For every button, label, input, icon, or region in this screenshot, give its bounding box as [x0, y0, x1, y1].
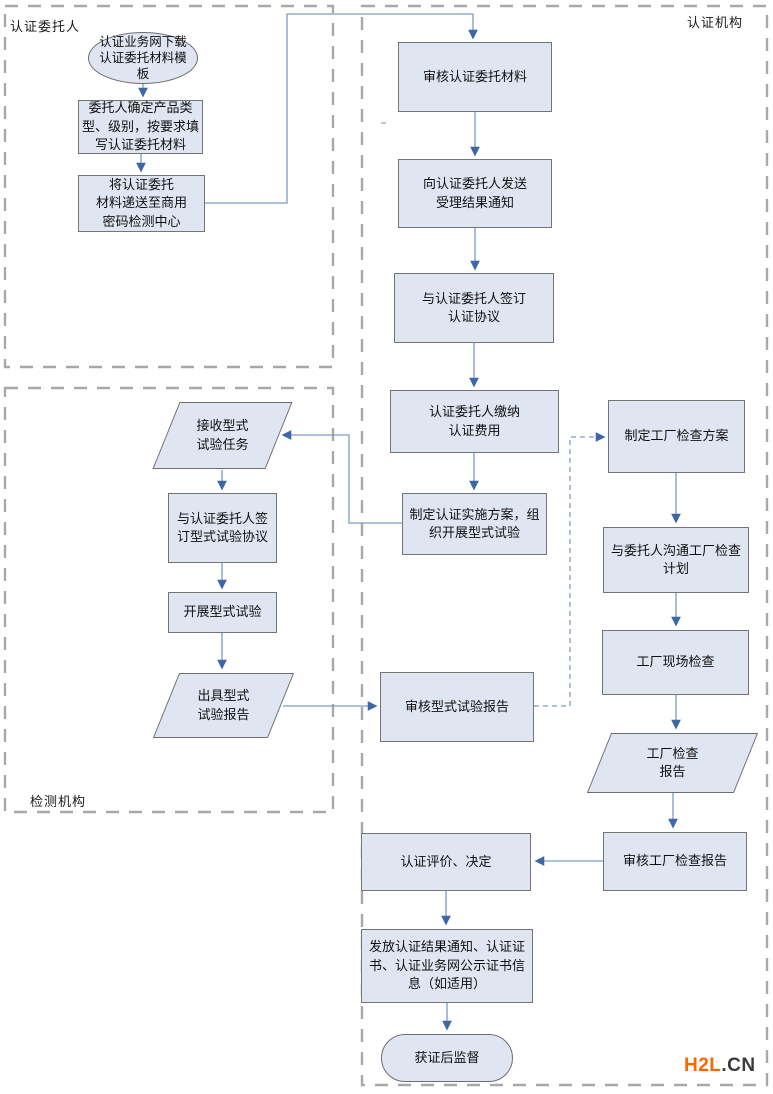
stray-mark	[381, 122, 386, 124]
flow-node-label: 开展型式试验	[183, 604, 262, 620]
flow-node-label: 委托人确定产品类 型、级别，按要求填 写认证委托材料	[81, 100, 199, 153]
flow-node-label: 审核工厂检查报告	[622, 853, 727, 869]
lane-certification-body-border	[360, 4, 769, 1087]
flow-node-make-factory-inspection-plan: 制定工厂检查方案	[608, 400, 745, 473]
flow-node-sign-certification-agreement: 与认证委托人签订 认证协议	[394, 273, 554, 343]
flow-node-communicate-factory-inspection-plan: 与委托人沟通工厂检查 计划	[603, 527, 749, 593]
flow-node-sign-type-test-agreement: 与认证委托人签 订型式试验协议	[168, 493, 277, 563]
flow-node-factory-inspection-report: 工厂检查 报告	[585, 733, 760, 793]
flow-node-submit-materials: 将认证委托 材料递送至商用 密码检测中心	[78, 175, 205, 232]
lane-client-border	[3, 4, 335, 369]
flow-node-label: 审核型式试验报告	[404, 698, 509, 714]
flow-node-label: 获证后监督	[414, 1049, 480, 1065]
flow-node-label: 制定认证实施方案，组 织开展型式试验	[409, 506, 540, 540]
flow-node-issue-certification-results: 发放认证结果通知、认证证 书、认证业务网公示证书信 息（如适用）	[361, 929, 533, 1003]
flow-node-label: 认证委托人缴纳 认证费用	[428, 404, 520, 438]
flow-node-review-factory-inspection-report: 审核工厂检查报告	[603, 832, 747, 891]
lane-label-testing-body: 检测机构	[30, 794, 87, 809]
flow-node-certification-evaluation: 认证评价、决定	[361, 833, 531, 891]
flow-node-send-acceptance-notice: 向认证委托人发送 受理结果通知	[398, 159, 552, 228]
flow-node-label: 工厂现场检查	[636, 654, 715, 670]
watermark-brand: H2L	[684, 1055, 722, 1076]
flow-node-conduct-type-test: 开展型式试验	[168, 592, 277, 633]
flow-node-post-certification-supervision: 获证后监督	[381, 1034, 513, 1082]
flow-node-label: 接收型式 试验任务	[196, 418, 249, 452]
flow-node-make-implementation-plan: 制定认证实施方案，组 织开展型式试验	[402, 493, 547, 555]
flow-node-label: 出具型式 试验报告	[197, 688, 250, 722]
flow-node-label: 与认证委托人签 订型式试验协议	[176, 510, 268, 544]
connector-plan-to-receive-task	[281, 430, 402, 524]
flow-node-label: 制定工厂检查方案	[624, 428, 729, 444]
lane-label-certification-body: 认证机构	[687, 15, 744, 30]
flow-node-label: 向认证委托人发送 受理结果通知	[422, 176, 527, 210]
flow-node-label: 与认证委托人签订 认证协议	[421, 290, 526, 324]
watermark-suffix: .CN	[721, 1055, 756, 1076]
flow-node-download-template: 认证业务网下载 认证委托材料模 板	[88, 32, 198, 84]
lane-testing-body-border	[3, 386, 335, 814]
flow-node-review-type-test-report: 审核型式试验报告	[380, 672, 534, 742]
lane-label-client: 认证委托人	[10, 19, 81, 34]
flow-node-issue-type-test-report: 出具型式 试验报告	[152, 673, 295, 738]
flow-node-label: 工厂检查 报告	[646, 745, 699, 779]
flow-node-label: 发放认证结果通知、认证证 书、认证业务网公示证书信 息（如适用）	[368, 939, 525, 992]
site-watermark: H2L.CN	[684, 1055, 756, 1077]
flow-node-label: 认证评价、决定	[400, 853, 492, 869]
connector-submit-to-review-materials	[205, 13, 478, 204]
flow-node-label: 将认证委托 材料递送至商用 密码检测中心	[95, 176, 187, 229]
flow-node-factory-onsite-inspection: 工厂现场检查	[602, 630, 749, 695]
flow-node-confirm-product: 委托人确定产品类 型、级别，按要求填 写认证委托材料	[78, 100, 203, 154]
flow-node-label: 审核认证委托材料	[422, 68, 527, 84]
connector-review-report-to-factory-plan-dashed	[534, 432, 606, 707]
flow-node-review-materials: 审核认证委托材料	[398, 42, 552, 112]
flow-node-pay-certification-fee: 认证委托人缴纳 认证费用	[390, 390, 559, 453]
flow-node-label: 与委托人沟通工厂检查 计划	[610, 542, 741, 576]
flow-node-label: 认证业务网下载 认证委托材料模 板	[99, 34, 187, 82]
flow-node-receive-type-test-task: 接收型式 试验任务	[152, 402, 293, 469]
